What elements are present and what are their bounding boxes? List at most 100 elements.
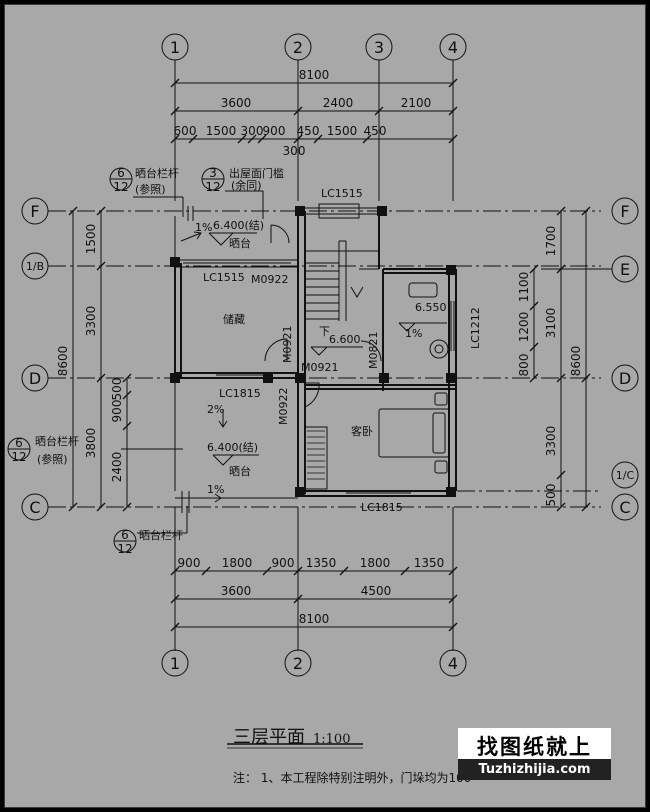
callout2-num: 3 bbox=[209, 166, 217, 180]
callout1-num: 6 bbox=[117, 166, 125, 180]
dim-left-2400: 2400 bbox=[110, 452, 124, 483]
dim-left-1500: 1500 bbox=[84, 224, 98, 255]
dim-left-500: 500 bbox=[110, 378, 124, 401]
label-slope-3: 1% bbox=[207, 483, 224, 496]
label-elev-wc: 6.550 bbox=[415, 301, 447, 314]
dim-left-total: 8600 bbox=[56, 346, 70, 377]
callout2-den: 12 bbox=[205, 180, 220, 194]
axis-right-D: D bbox=[619, 369, 631, 388]
dim-top-3600: 3600 bbox=[221, 96, 252, 110]
callout1-den: 12 bbox=[113, 180, 128, 194]
callout2-text: 出屋面门槛 bbox=[229, 166, 284, 180]
axis-right-F: F bbox=[620, 202, 629, 221]
axis-bubble-bottom-2 bbox=[284, 649, 312, 677]
callout4-den: 12 bbox=[117, 542, 132, 556]
dim-right-500: 500 bbox=[544, 484, 558, 507]
label-m0922-b: M0922 bbox=[277, 388, 290, 426]
dim-right-3300: 3300 bbox=[544, 426, 558, 457]
label-bedroom: 客卧 bbox=[351, 424, 373, 438]
dim-bottom-1350a: 1350 bbox=[306, 556, 337, 570]
axis-bubble-right-C bbox=[611, 493, 639, 521]
axis-top-3: 3 bbox=[374, 38, 384, 57]
dim-top-300-extra: 300 bbox=[283, 144, 306, 158]
axis-bottom-1: 1 bbox=[170, 654, 180, 673]
callout1-sub: (参照) bbox=[135, 182, 166, 196]
watermark-url: Tuzhizhijia.com bbox=[458, 759, 611, 780]
callout1-text: 晒台栏杆 bbox=[135, 166, 179, 180]
callout3-num: 6 bbox=[15, 436, 23, 450]
axis-top-4: 4 bbox=[448, 38, 458, 57]
dim-top-2400: 2400 bbox=[323, 96, 354, 110]
dim-top-600: 600 bbox=[174, 124, 197, 138]
dim-left-900: 900 bbox=[110, 400, 124, 423]
dim-right-total: 8600 bbox=[569, 346, 583, 377]
label-lc1815-b: LC1815 bbox=[361, 501, 403, 514]
dim-bottom-total: 8100 bbox=[299, 612, 330, 626]
label-down: 下 bbox=[319, 325, 330, 338]
callout3-den: 12 bbox=[11, 450, 26, 464]
dim-right-1200: 1200 bbox=[517, 312, 531, 343]
axis-right-1C: 1/C bbox=[616, 469, 635, 482]
drawing-sheet: 1 2 3 4 F 1/B D C F E D 1/C C 1 2 4 8100… bbox=[4, 4, 646, 808]
axis-bottom-4: 4 bbox=[448, 654, 458, 673]
axis-bottom-2: 2 bbox=[293, 654, 303, 673]
label-elev-1: 6.400(结) bbox=[213, 219, 264, 232]
axis-top-1: 1 bbox=[170, 38, 180, 57]
drawing-title: 三层平面 1:100 bbox=[233, 723, 350, 749]
callout3-text: 晒台栏杆 bbox=[35, 434, 79, 448]
dim-left-3800: 3800 bbox=[84, 428, 98, 459]
dim-top-900: 900 bbox=[263, 124, 286, 138]
dim-top-1500b: 1500 bbox=[327, 124, 358, 138]
dim-left-3300: 3300 bbox=[84, 306, 98, 337]
dim-right-1100: 1100 bbox=[517, 272, 531, 303]
callout4-text: 晒台栏杆 bbox=[139, 528, 183, 542]
axis-bubble-right-D bbox=[611, 364, 639, 392]
label-m0821: M0821 bbox=[367, 332, 380, 370]
axis-bubble-bottom-4 bbox=[439, 649, 467, 677]
dim-top-450a: 450 bbox=[297, 124, 320, 138]
label-lc1815-a: LC1815 bbox=[219, 387, 261, 400]
dim-top-300: 300 bbox=[241, 124, 264, 138]
label-m0922-a: M0922 bbox=[251, 273, 289, 286]
label-lc1212: LC1212 bbox=[469, 307, 482, 349]
dim-bottom-900b: 900 bbox=[272, 556, 295, 570]
dim-top-450b: 450 bbox=[364, 124, 387, 138]
label-lc1515-left: LC1515 bbox=[203, 271, 245, 284]
dim-bottom-1800a: 1800 bbox=[222, 556, 253, 570]
drawing-scale: 1:100 bbox=[313, 732, 351, 747]
label-slope-2: 2% bbox=[207, 403, 224, 416]
axis-right-E: E bbox=[620, 260, 630, 279]
dim-top-1500a: 1500 bbox=[206, 124, 237, 138]
dim-top-2100: 2100 bbox=[401, 96, 432, 110]
axis-bubble-right-1C bbox=[611, 461, 639, 489]
dim-right-800: 800 bbox=[517, 354, 531, 377]
dim-bottom-3600: 3600 bbox=[221, 584, 252, 598]
callout3-sub: (参照) bbox=[37, 452, 68, 466]
watermark-box: 找图纸就上 Tuzhizhijia.com bbox=[458, 728, 611, 780]
label-slope-1: 1% bbox=[195, 221, 212, 234]
label-slope-wc: 1% bbox=[405, 327, 422, 340]
axis-left-F: F bbox=[30, 202, 39, 221]
axis-right-C: C bbox=[619, 498, 630, 517]
axis-left-D: D bbox=[29, 369, 41, 388]
drawing-title-text: 三层平面 bbox=[233, 727, 305, 748]
dim-bottom-1350b: 1350 bbox=[414, 556, 445, 570]
dim-right-1700: 1700 bbox=[544, 226, 558, 257]
axis-bubble-right-F bbox=[611, 197, 639, 225]
axis-top-2: 2 bbox=[293, 38, 303, 57]
axis-left-C: C bbox=[29, 498, 40, 517]
dim-top-total: 8100 bbox=[299, 68, 330, 82]
dim-bottom-900a: 900 bbox=[178, 556, 201, 570]
label-storage: 储藏 bbox=[223, 312, 245, 326]
label-m0921: M0921 bbox=[301, 361, 339, 374]
label-lc1515-top: LC1515 bbox=[321, 187, 363, 200]
label-m0921-vertical: M0921 bbox=[281, 326, 294, 364]
label-elev-stair: 6.600 bbox=[329, 333, 361, 346]
drawing-note: 注： 1、本工程除特别注明外，门垛均为100 bbox=[233, 771, 472, 785]
label-shaitai-2: 晒台 bbox=[229, 464, 251, 478]
dim-right-3100: 3100 bbox=[544, 308, 558, 339]
callout2-sub: (余同) bbox=[231, 178, 262, 192]
axis-left-1B: 1/B bbox=[26, 260, 44, 273]
callout4-num: 6 bbox=[121, 528, 129, 542]
